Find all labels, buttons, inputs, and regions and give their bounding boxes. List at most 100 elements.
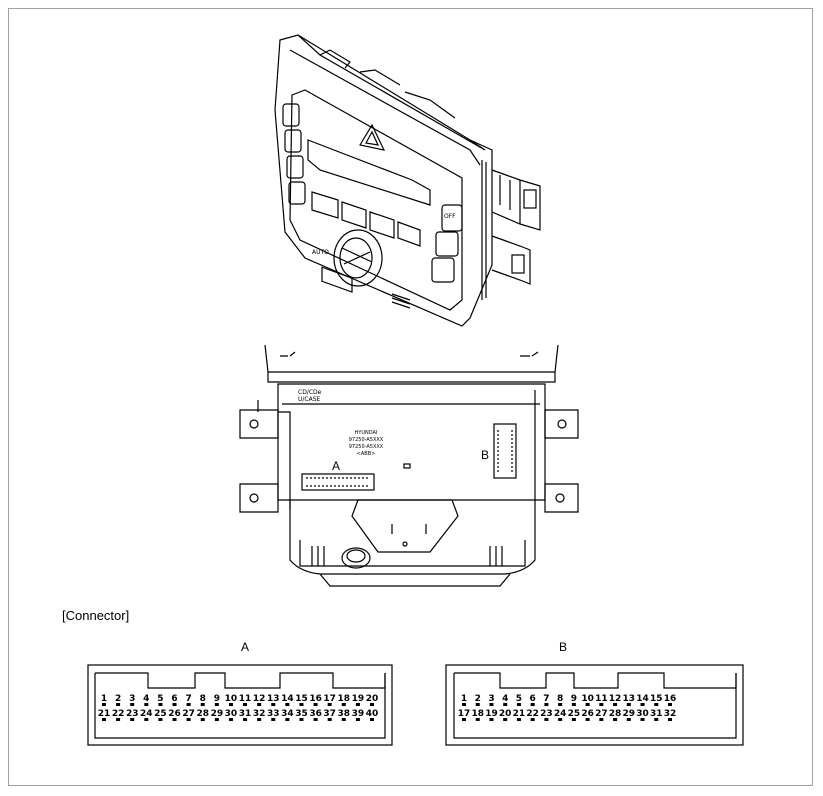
connector-b-pin-mark-8 [558,703,563,706]
connector-a-pin-mark-29 [214,718,219,721]
connector-a-pin-mark-40 [370,718,374,721]
connector-a-pin-14: 14 [281,694,294,704]
connector-b-pin-mark-16 [668,703,672,706]
connector-b-pin-13: 13 [623,694,636,704]
control-unit-rear-view [239,344,579,587]
connector-b-label: B [559,640,567,654]
connector-a-pin-33: 33 [267,709,280,719]
connector-a-pin-20: 20 [366,694,379,704]
connector-a-pin-16: 16 [309,694,322,704]
connector-section-title: [Connector] [62,608,129,623]
connector-b-pin-mark-30 [640,718,645,721]
connector-b-pin-mark-12 [613,703,618,706]
sticker-part-2: 97250-A5XXX [349,444,384,450]
connector-b-pin-17: 17 [458,709,471,719]
connector-b-pin-12: 12 [609,694,622,704]
connector-a-pin-9: 9 [214,694,220,704]
connector-a-pin-mark-11 [243,703,248,706]
connector-a-pin-12: 12 [253,694,266,704]
connector-b-pin-mark-4 [503,703,508,706]
connector-b-pin-20: 20 [499,709,512,719]
connector-b-pin-10: 10 [581,694,594,704]
connector-a-pin-mark-33 [271,718,276,721]
connector-b-pin-29: 29 [623,709,636,719]
connector-a-pin-10: 10 [225,694,238,704]
connector-a-pin-mark-13 [271,703,276,706]
connector-b-pin-28: 28 [609,709,622,719]
connector-a-pin-17: 17 [323,694,336,704]
connector-b-pin-mark-29 [626,718,631,721]
connector-a-pin-18: 18 [338,694,351,704]
connector-a-pin-mark-38 [341,718,346,721]
connector-a-pin-31: 31 [239,709,252,719]
connector-a-pin-mark-28 [200,718,205,721]
sticker-part-1: 97250-A5XXX [349,437,384,443]
connector-b-pin-27: 27 [595,709,608,719]
connector-a-pin-32: 32 [253,709,266,719]
connector-a-pin-mark-37 [327,718,332,721]
connector-a-socket [301,473,375,491]
connector-a-pin-mark-26 [172,718,177,721]
connector-a-pin-4: 4 [143,694,149,704]
connector-a-pin-mark-9 [214,703,219,706]
connector-b-pin-14: 14 [636,694,649,704]
connector-a-pin-37: 37 [323,709,336,719]
connector-a-pin-mark-34 [285,718,290,721]
connector-b-pin-22: 22 [526,709,539,719]
connector-a-pin-mark-25 [158,718,163,721]
connector-b-pin-mark-17 [462,718,466,721]
connector-a-pin-15: 15 [295,694,308,704]
connector-a-pin-22: 22 [112,709,125,719]
connector-b-pin-31: 31 [650,709,663,719]
callout-connector-b: B [481,448,489,462]
connector-b-pin-mark-7 [544,703,549,706]
connector-a-pin-2: 2 [115,694,121,704]
connector-a-pin-mark-8 [200,703,205,706]
connector-a-pin-19: 19 [352,694,365,704]
connector-a-pin-mark-36 [313,718,318,721]
sticker-brand: HYUNDAI [355,430,378,436]
connector-a-pin-6: 6 [171,694,177,704]
connector-a-pin-11: 11 [239,694,252,704]
connector-b-pin-3: 3 [488,694,494,704]
connector-a-pin-mark-6 [172,703,177,706]
auto-button-label: AUTO [312,249,329,256]
connector-b-pin-2: 2 [475,694,481,704]
connector-b-pin-mark-6 [530,703,535,706]
connector-b-pin-15: 15 [650,694,663,704]
connector-b-pin-mark-1 [462,703,466,706]
connector-a-pin-mark-20 [370,703,374,706]
connector-b-socket [493,423,517,479]
connector-a-pin-mark-21 [102,718,106,721]
connector-a-pin-mark-7 [186,703,191,706]
connector-a-pin-mark-14 [285,703,290,706]
connector-b-pin-mark-13 [626,703,631,706]
connector-b-pin-mark-11 [599,703,604,706]
connector-b-pin-mark-15 [654,703,659,706]
connector-a-pin-34: 34 [281,709,294,719]
connector-a-pin-35: 35 [295,709,308,719]
connector-a-pin-5: 5 [157,694,163,704]
connector-b-pin-24: 24 [554,709,567,719]
connector-b-pin-23: 23 [540,709,553,719]
connector-b-pin-26: 26 [581,709,594,719]
connector-a-diagram [87,664,393,746]
connector-a-pin-mark-3 [130,703,135,706]
connector-b-pin-mark-28 [613,718,618,721]
connector-b-pin-mark-19 [489,718,494,721]
connector-a-pin-36: 36 [309,709,322,719]
connector-b-pin-mark-24 [558,718,563,721]
connector-b-pin-mark-20 [503,718,508,721]
control-unit-front-view [274,34,541,327]
connector-b-pin-7: 7 [543,694,549,704]
connector-b-pin-8: 8 [557,694,563,704]
connector-a-pin-13: 13 [267,694,280,704]
connector-b-pin-mark-23 [544,718,549,721]
connector-a-pin-mark-24 [144,718,149,721]
connector-b-pin-mark-18 [475,718,480,721]
connector-b-diagram [445,664,744,746]
connector-a-pin-mark-1 [102,703,106,706]
connector-b-pin-25: 25 [568,709,581,719]
connector-a-pin-40: 40 [366,709,379,719]
